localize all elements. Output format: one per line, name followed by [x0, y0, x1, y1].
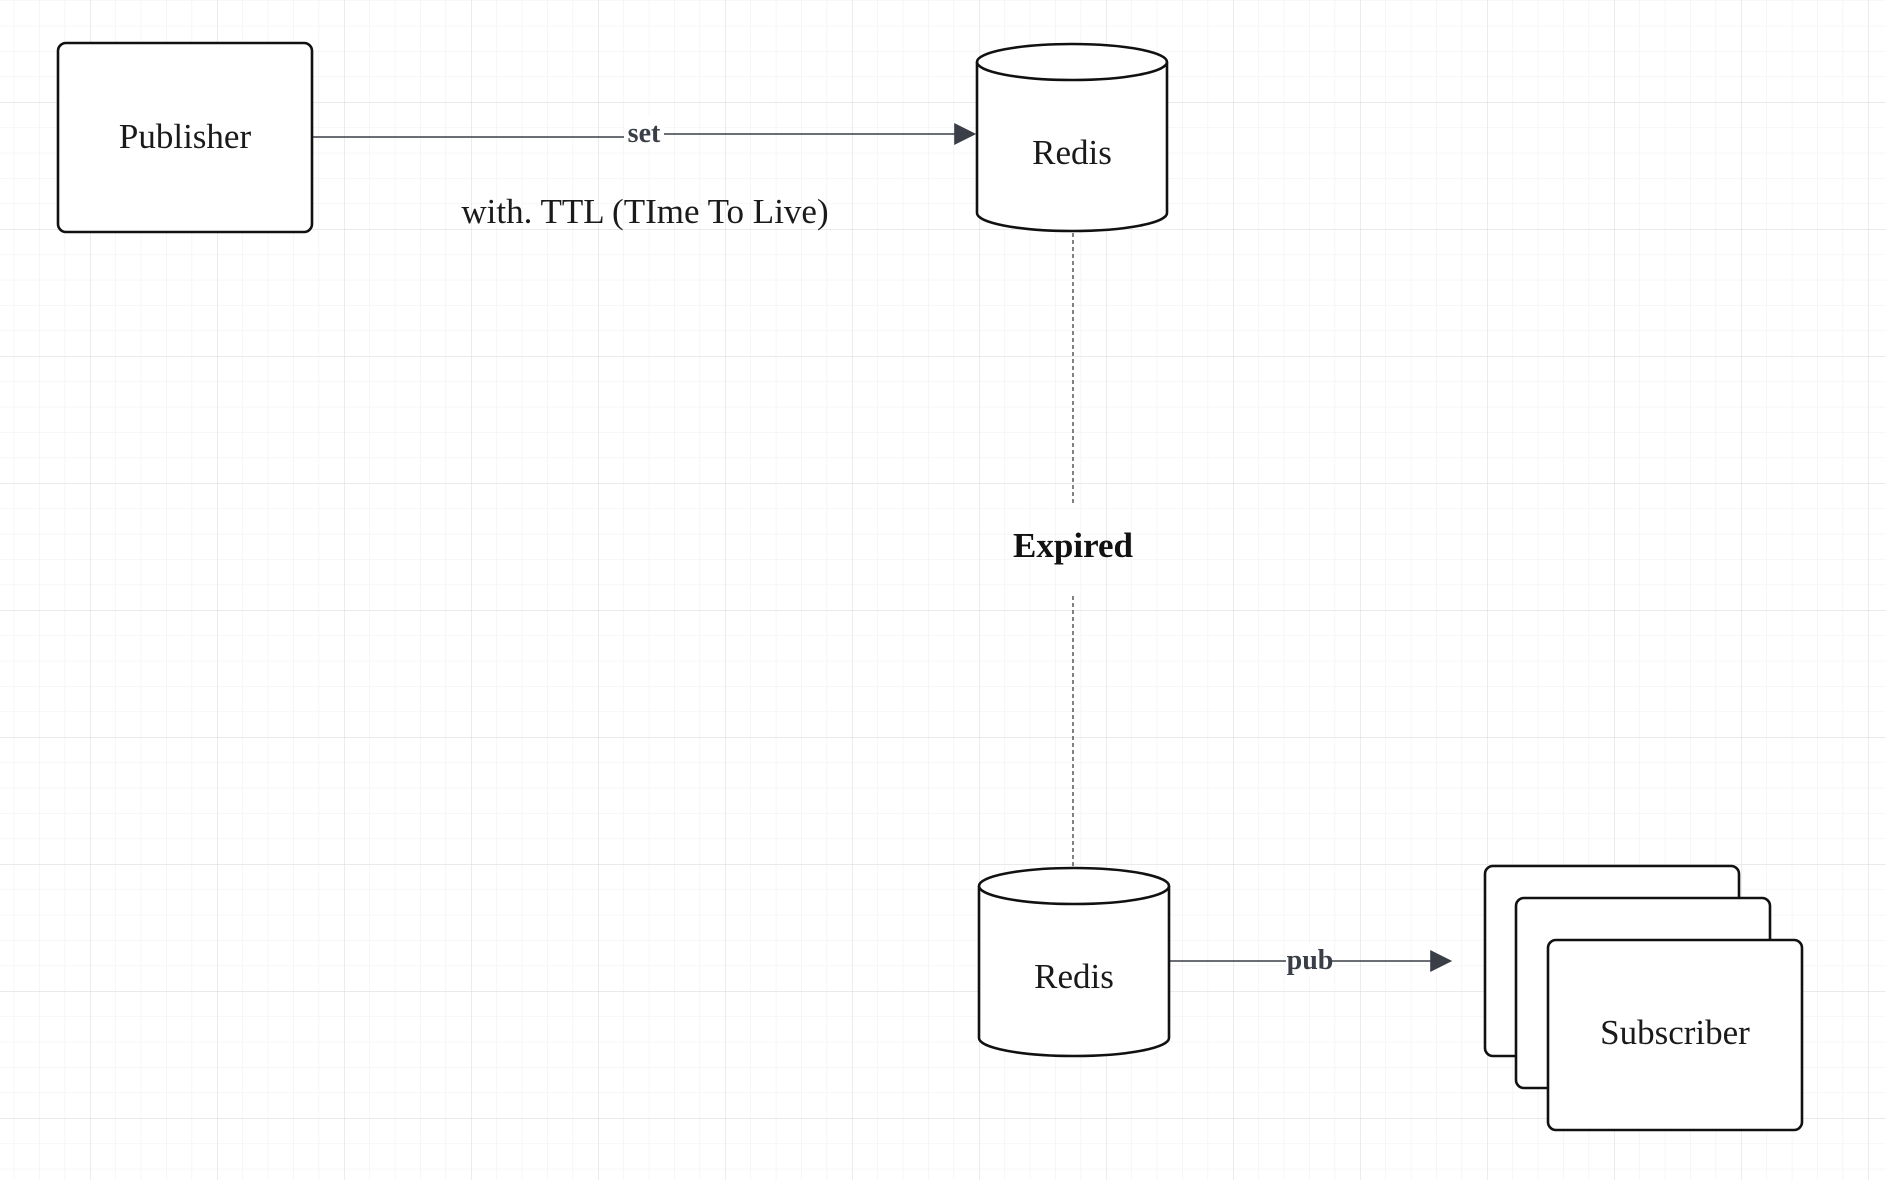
- subscriber-stack-front: [1546, 938, 1804, 1132]
- edge-set[interactable]: set: [313, 116, 977, 149]
- edge-label-set: set: [628, 118, 661, 149]
- redis-bottom-node[interactable]: Redis: [977, 866, 1171, 1058]
- redis-bottom-label: Redis: [1034, 957, 1114, 996]
- publisher-label: Publisher: [119, 117, 252, 156]
- subscriber-node[interactable]: Subscriber: [1483, 864, 1804, 1132]
- redis-top-label: Redis: [1032, 133, 1112, 172]
- edge-label-pub: pub: [1287, 945, 1334, 976]
- redis-top-node[interactable]: Redis: [975, 42, 1169, 233]
- edge-pub[interactable]: pub: [1169, 944, 1453, 976]
- subscriber-label: Subscriber: [1600, 1013, 1750, 1052]
- ttl-note: with. TTL (TIme To Live): [461, 192, 828, 231]
- expired-note: Expired: [1013, 526, 1133, 565]
- publisher-node[interactable]: Publisher: [56, 41, 314, 234]
